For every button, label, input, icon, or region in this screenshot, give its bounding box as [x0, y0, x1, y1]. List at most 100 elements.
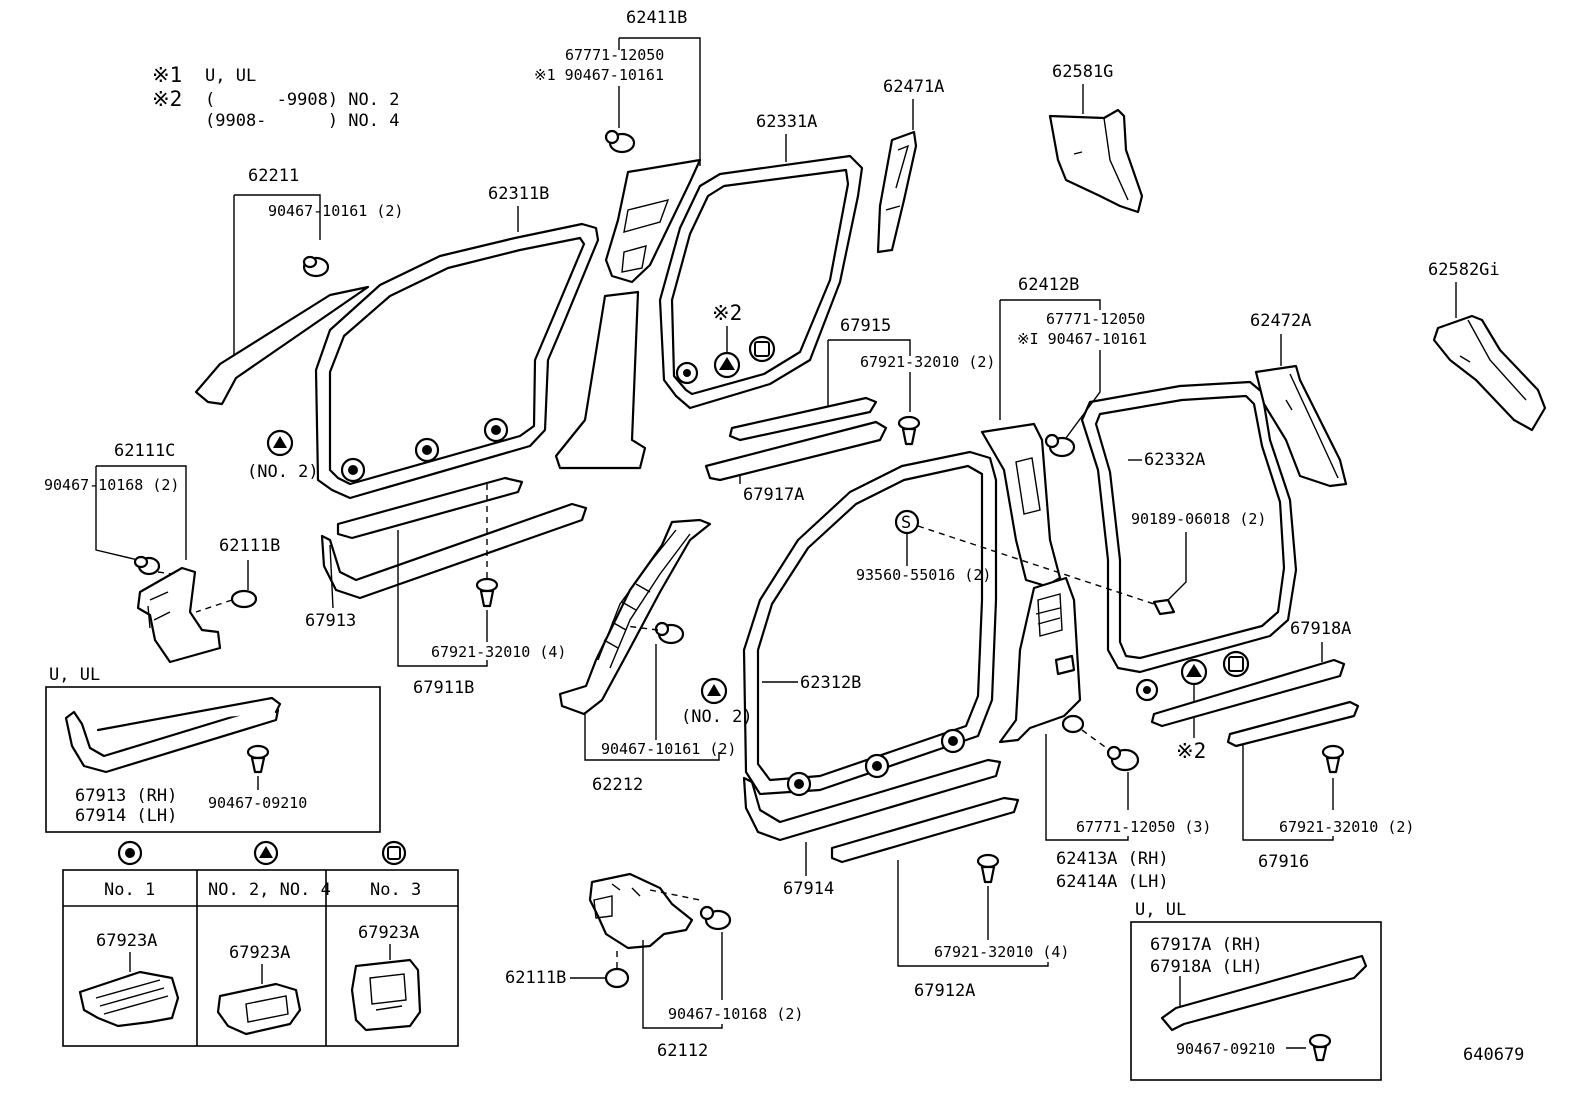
scuff-67916: [1226, 700, 1360, 748]
cowl-62112: [588, 872, 694, 950]
inset-right-l1: 67917A (RH): [1150, 935, 1263, 955]
legend-notes: ※1 U, UL ※2 ( -9908) NO. 2 (9908- ) NO. …: [152, 63, 399, 131]
weatherstrip-62311B-outer: [314, 222, 600, 500]
label-67915: 67915: [840, 316, 891, 336]
clip-icon: [246, 744, 270, 774]
part-62472A: 62472A: [1250, 311, 1348, 488]
scuff-67917A: [704, 420, 888, 482]
clip-icon: [897, 415, 921, 446]
triangle-marker-rear: [1180, 658, 1208, 686]
label-90467-10161-mid: ※I 90467-10161: [1017, 330, 1147, 348]
square-marker-door: [748, 335, 776, 363]
nut-90189: [1152, 598, 1176, 616]
clip-circle-markers: [786, 728, 966, 797]
label-67771-12050-mid: 67771-12050: [1046, 310, 1145, 328]
diagram-number: 640679: [1463, 1045, 1524, 1065]
clip-icon: [604, 129, 636, 154]
inset-left-l3: 90467-09210: [208, 794, 307, 812]
table-header-no3: No. 3: [370, 880, 421, 900]
label-no2-left: (NO. 2): [247, 462, 319, 482]
weatherstrip-62332A-outer: [1080, 380, 1298, 674]
part-62111C: 62111C 90467-10168 (2) 62111B: [44, 441, 280, 664]
label-93560-55016: 93560-55016 (2): [856, 566, 991, 584]
weatherstrip-62311B-inner: [328, 236, 586, 486]
part-62582G: 62582Gi: [1428, 260, 1547, 432]
inset-left-title: U, UL: [49, 665, 100, 685]
label-62582G: 62582Gi: [1428, 260, 1500, 280]
inset-right-frame: [1130, 921, 1382, 1081]
mark2-right: ※2: [1176, 739, 1206, 763]
label-62472A: 62472A: [1250, 311, 1311, 331]
label-62112: 62112: [657, 1041, 708, 1061]
leader-62111C: [95, 465, 187, 561]
note1-text: U, UL: [205, 66, 256, 86]
clip-67923A-no2-no4: [216, 982, 302, 1036]
screw-62111B: [604, 967, 630, 989]
part-67911B: 67913 67921-32010 (4) 67911B: [305, 476, 588, 698]
label-67912A: 67912A: [914, 981, 975, 1001]
weatherstrip-62331A-outer: [658, 154, 864, 410]
label-62411B: 62411B: [626, 8, 687, 28]
pillar-62413A: [998, 576, 1082, 744]
part-67916: 67918A 67921-32010 (2) 67916: [1150, 619, 1414, 872]
clip-icon: [699, 905, 732, 931]
table-frame: [62, 869, 459, 1047]
weatherstrip-62312B-inner: [756, 464, 984, 782]
table-part-no3: 67923A: [358, 923, 419, 943]
triangle-marker-mid: [700, 677, 728, 705]
clip-icon: [1044, 433, 1076, 458]
part-62211: 62211 90467-10161 (2): [194, 166, 403, 406]
part-67915: 67915 67921-32010 (2) 67917A: [704, 316, 995, 505]
clip-icon: [1061, 714, 1085, 734]
table-marker-circle: [117, 840, 143, 866]
label-67771-12050-top: 67771-12050: [565, 46, 664, 64]
label-90189-06018: 90189-06018 (2): [1131, 510, 1266, 528]
scuff-67911B-top: [336, 476, 524, 540]
label-no2-mid: (NO. 2): [681, 707, 753, 727]
garnish-62581G: [1048, 108, 1144, 214]
clip-icon: [1321, 744, 1345, 774]
note2-line2: (9908- ) NO. 4: [205, 111, 399, 131]
table-part-no1: 67923A: [96, 931, 157, 951]
part-62471A: 62471A: [876, 77, 944, 254]
clip-icon: [475, 577, 499, 608]
garnish-62411B: [604, 158, 702, 284]
label-67921-32010-4a: 67921-32010 (4): [431, 643, 566, 661]
label-67917A: 67917A: [743, 485, 804, 505]
clip-table: No. 1 NO. 2, NO. 4 No. 3 67923A 67923A 6…: [62, 840, 459, 1047]
label-67771-12050-3: 67771-12050 (3): [1076, 818, 1211, 836]
label-67914: 67914: [783, 879, 834, 899]
clip-icon: [1308, 1033, 1332, 1062]
label-67921-32010-2b: 67921-32010 (2): [1279, 818, 1414, 836]
label-90467-10168-2b: 90467-10168 (2): [668, 1005, 803, 1023]
garnish-62412B: [980, 422, 1062, 588]
svg-text:S: S: [901, 513, 911, 533]
label-62332A: 62332A: [1144, 450, 1205, 470]
part-67912A: 67914 67921-32010 (4) 67912A: [742, 758, 1069, 1001]
part-62581G: 62581G: [1048, 62, 1144, 214]
label-62412B: 62412B: [1018, 275, 1079, 295]
cowl-62111C: [136, 566, 222, 664]
garnish-62471A: [876, 130, 918, 254]
screw-62111B: [230, 589, 258, 609]
label-67921-32010-2a: 67921-32010 (2): [860, 353, 995, 371]
part-62413A: 67771-12050 (3) 62413A (RH) 62414A (LH): [998, 576, 1211, 892]
label-67918A: 67918A: [1290, 619, 1351, 639]
part-62331A: 62331A ※2: [658, 112, 864, 410]
label-62111B-bottom: 62111B: [505, 968, 566, 988]
table-part-no2-no4: 67923A: [229, 943, 290, 963]
garnish-62582G: [1432, 314, 1547, 432]
clip-icon: [302, 255, 330, 278]
leader-62211: [233, 194, 321, 365]
note2-line1: ( -9908) NO. 2: [205, 90, 399, 110]
scuff-67912A: [830, 796, 1020, 864]
clip-icon: [1106, 745, 1140, 772]
square-marker-rear: [1222, 650, 1250, 678]
label-90467-10161-2b: 90467-10161 (2): [601, 740, 736, 758]
label-67911B: 67911B: [413, 678, 474, 698]
label-67921-32010-4b: 67921-32010 (4): [934, 943, 1069, 961]
scuff-67917A-67918A-inset: [1160, 954, 1368, 1032]
scuff-67915: [728, 396, 878, 442]
label-90467-10161-top: ※1 90467-10161: [534, 66, 664, 84]
inset-right-l2: 67918A (LH): [1150, 957, 1263, 977]
